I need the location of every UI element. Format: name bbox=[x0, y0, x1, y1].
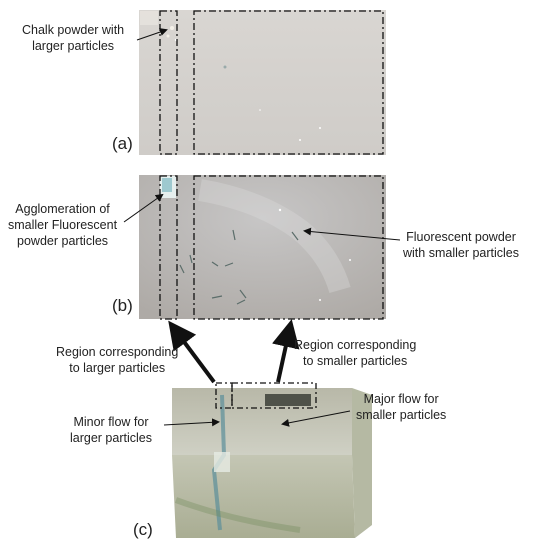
label-fluorescent-powder: Fluorescent powder with smaller particle… bbox=[403, 230, 520, 260]
arrow-minor-flow bbox=[163, 418, 220, 427]
panel-c-region-smaller bbox=[231, 382, 317, 409]
panel-a-region-smaller bbox=[193, 10, 384, 155]
panel-b-region-smaller bbox=[193, 175, 384, 320]
arrow-fluorescent bbox=[303, 227, 401, 241]
arrow-region-smaller bbox=[272, 319, 300, 383]
label-region-smaller: Region corresponding to smaller particle… bbox=[294, 338, 417, 368]
panel-b-region-larger bbox=[159, 175, 178, 320]
panel-c-photo bbox=[172, 388, 372, 538]
panel-label-b: (b) bbox=[112, 296, 133, 315]
label-chalk-powder: Chalk powder with larger particles bbox=[22, 23, 125, 53]
panel-b-photo bbox=[139, 175, 386, 319]
panel-label-a: (a) bbox=[112, 134, 133, 153]
arrow-region-larger bbox=[168, 320, 216, 384]
arrow-chalk bbox=[136, 28, 168, 41]
label-minor-flow: Minor flow for larger particles bbox=[70, 415, 152, 445]
panel-a-photo bbox=[139, 10, 386, 155]
arrow-agglomeration bbox=[123, 193, 164, 223]
label-major-flow: Major flow for smaller particles bbox=[356, 392, 447, 422]
label-region-larger: Region corresponding to larger particles bbox=[56, 345, 179, 375]
arrow-major-flow bbox=[281, 410, 351, 427]
panel-label-c: (c) bbox=[133, 520, 153, 539]
panel-a-region-larger bbox=[159, 10, 178, 155]
label-agglomeration: Agglomeration of smaller Fluorescent pow… bbox=[8, 202, 118, 248]
